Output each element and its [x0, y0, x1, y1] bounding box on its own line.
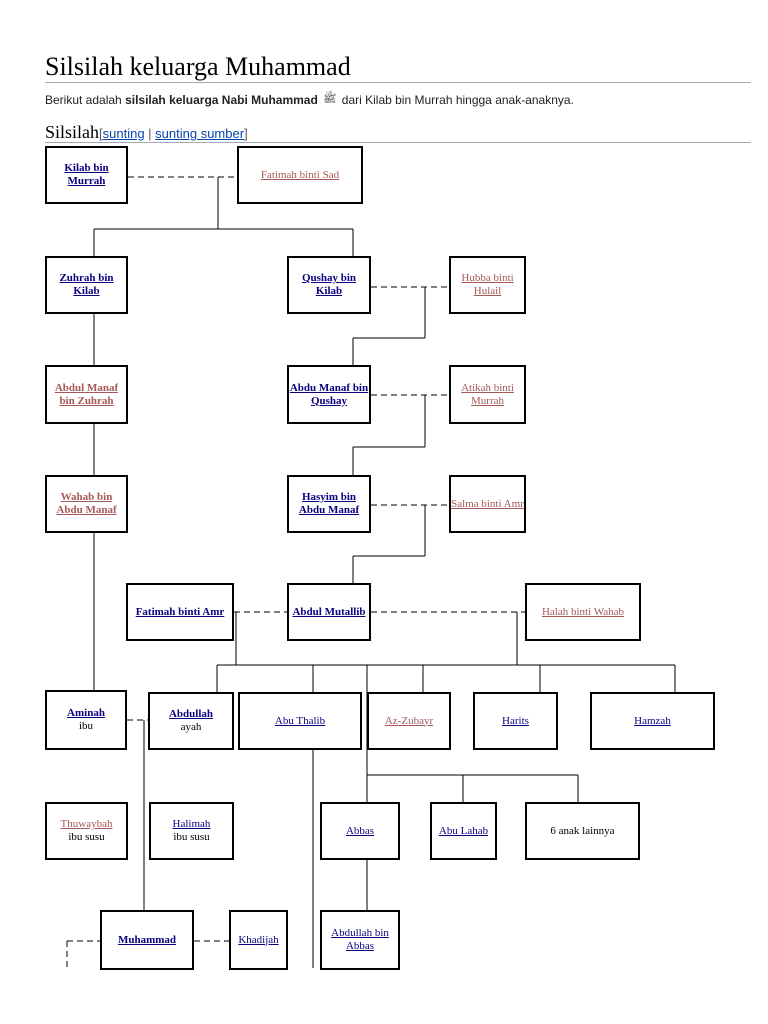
person-link[interactable]: Fatimah binti Sad	[260, 168, 340, 181]
person-link[interactable]: Atikah binti Murrah	[461, 381, 514, 407]
edit-bracket-open: [	[99, 126, 103, 141]
edit-bracket-close: ]	[244, 126, 248, 141]
intro-prefix: Berikut adalah	[45, 93, 126, 107]
title-divider	[45, 82, 751, 83]
person-link[interactable]: Hubba binti Hulail	[461, 272, 514, 297]
edit-link[interactable]: sunting	[102, 126, 145, 141]
person-link[interactable]: Halimah	[172, 818, 211, 830]
person-abu-thalib: Abu Thalib	[238, 692, 362, 750]
person-link[interactable]: Kilab bin Murrah	[64, 162, 109, 187]
honorific-glyph: ﷺ	[323, 92, 337, 105]
person-link[interactable]: Hamzah	[634, 714, 671, 727]
person-atikah-binti-murrah: Atikah binti Murrah	[449, 365, 526, 424]
person-abdu-manaf-bin-qushay: Abdu Manaf bin Qushay	[287, 365, 371, 424]
person-link[interactable]: Abdullah bin Abbas	[331, 927, 389, 952]
person-link[interactable]: Wahab bin Abdu Manaf	[56, 491, 117, 516]
person-abdul-mutallib: Abdul Mutallib	[287, 583, 371, 641]
person-zuhrah-bin-kilab: Zuhrah bin Kilab	[45, 256, 128, 314]
edit-links: [sunting | sunting sumber]	[99, 126, 248, 141]
person-abdullah: Abdullah ayah	[148, 692, 234, 750]
intro-paragraph: Berikut adalah silsilah keluarga Nabi Mu…	[45, 93, 574, 107]
person-link[interactable]: Abbas	[345, 824, 375, 837]
person-link[interactable]: Halah binti Wahab	[541, 605, 624, 618]
person-hubba-binti-hulail: Hubba binti Hulail	[449, 256, 526, 314]
person-link[interactable]: Abu Thalib	[274, 714, 326, 727]
person-link[interactable]: Qushay bin Kilab	[301, 272, 357, 297]
person-link[interactable]: Abdul Manaf bin Zuhrah	[54, 381, 119, 407]
person-thuwaybah: Thuwaybah ibu susu	[45, 802, 128, 860]
intro-suffix: dari Kilab bin Murrah hingga anak-anakny…	[338, 93, 574, 107]
person-az-zubayr: Az-Zubayr	[367, 692, 451, 750]
person-khadijah: Khadijah	[229, 910, 288, 970]
person-label: 6 anak lainnya	[550, 824, 615, 837]
person-link[interactable]: Abdul Mutallib	[292, 605, 366, 618]
section-heading: Silsilah[sunting | sunting sumber]	[45, 122, 248, 143]
person-link[interactable]: Abdullah	[168, 708, 214, 720]
edit-separator: |	[144, 126, 156, 141]
person-link[interactable]: Abu Lahab	[438, 824, 489, 837]
person-link[interactable]: Khadijah	[238, 933, 279, 946]
person-role: ibu	[78, 720, 94, 732]
intro-bold: silsilah keluarga Nabi Muhammad	[125, 93, 318, 107]
person-abdullah-bin-abbas: Abdullah bin Abbas	[320, 910, 400, 970]
edit-source-link[interactable]: sunting sumber	[155, 126, 245, 141]
page-title: Silsilah keluarga Muhammad	[45, 52, 351, 81]
person-harits: Harits	[473, 692, 558, 750]
person-link[interactable]: Aminah	[67, 707, 105, 719]
person-abdul-manaf-bin-zuhrah: Abdul Manaf bin Zuhrah	[45, 365, 128, 424]
person-wahab-bin-abdu-manaf: Wahab bin Abdu Manaf	[45, 475, 128, 533]
person-salma-binti-amr: Salma binti Amr	[449, 475, 526, 533]
person-hamzah: Hamzah	[590, 692, 715, 750]
person-muhammad: Muhammad	[100, 910, 194, 970]
section-title: Silsilah	[45, 122, 100, 142]
person-qushay-bin-kilab: Qushay bin Kilab	[287, 256, 371, 314]
section-divider	[45, 142, 751, 143]
person-link[interactable]: Fatimah binti Amr	[135, 605, 225, 618]
person-abbas: Abbas	[320, 802, 400, 860]
person-link[interactable]: Hasyim bin Abdu Manaf	[298, 491, 360, 516]
person-link[interactable]: Abdu Manaf bin Qushay	[289, 381, 369, 407]
person-halimah: Halimah ibu susu	[149, 802, 234, 860]
person-role: ayah	[180, 721, 202, 733]
person-abu-lahab: Abu Lahab	[430, 802, 497, 860]
person-hasyim-bin-abdu-manaf: Hasyim bin Abdu Manaf	[287, 475, 371, 533]
person-kilab-bin-murrah: Kilab bin Murrah	[45, 146, 128, 204]
person-link[interactable]: Thuwaybah	[60, 818, 113, 830]
person-aminah: Aminah ibu	[45, 690, 127, 750]
person-fatimah-binti-amr: Fatimah binti Amr	[126, 583, 234, 641]
person-link[interactable]: Az-Zubayr	[384, 714, 434, 727]
person-link[interactable]: Salma binti Amr	[451, 497, 524, 510]
person-role: ibu susu	[173, 831, 210, 843]
person-link[interactable]: Zuhrah bin Kilab	[59, 272, 114, 297]
person-halah-binti-wahab: Halah binti Wahab	[525, 583, 641, 641]
person-link[interactable]: Harits	[502, 714, 529, 727]
person-fatimah-binti-sad: Fatimah binti Sad	[237, 146, 363, 204]
person-role: ibu susu	[68, 831, 105, 843]
person-link[interactable]: Muhammad	[117, 933, 177, 946]
person-6-anak-lainnya: 6 anak lainnya	[525, 802, 640, 860]
